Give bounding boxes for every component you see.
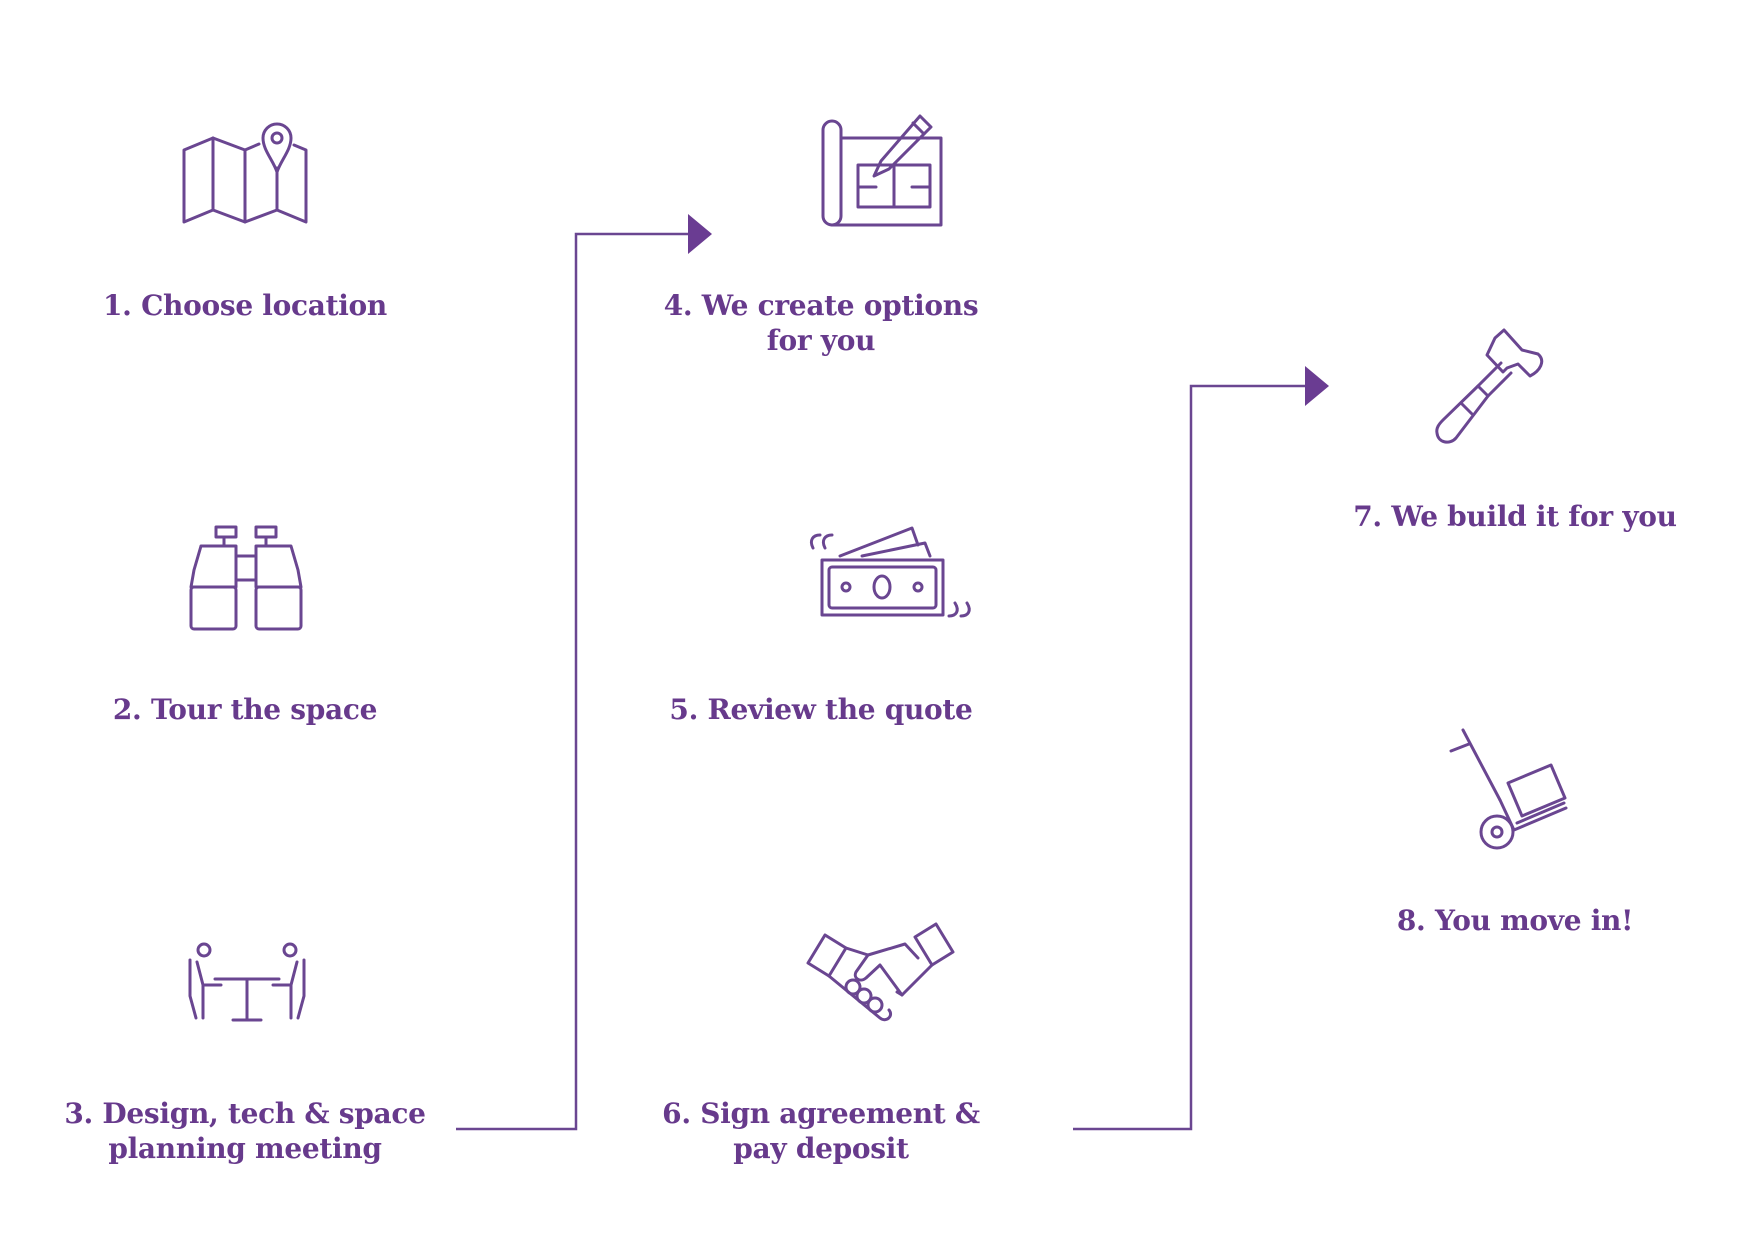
meeting-table-icon (188, 942, 306, 1022)
arrowhead-to-step7 (1305, 366, 1329, 406)
step-3-label: 3. Design, tech & space planning meeting (64, 1097, 426, 1165)
connector-step6-to-step7 (1073, 384, 1307, 1131)
step-2-label: 2. Tour the space (112, 693, 378, 726)
step-8-label: 8. You move in! (1396, 904, 1634, 937)
hammer-icon (1435, 328, 1544, 444)
step-4-label: 4. We create options for you (663, 289, 979, 357)
hand-truck-icon (1449, 728, 1568, 850)
blueprint-pencil-icon (821, 114, 943, 227)
banknote-quote-icon (809, 526, 971, 618)
arrowhead-to-step4 (688, 214, 712, 254)
connector-step3-to-step4 (456, 232, 690, 1131)
step-7-label: 7. We build it for you (1353, 500, 1677, 533)
binoculars-icon (189, 525, 303, 631)
handshake-icon (806, 922, 955, 1022)
map-pin-icon (182, 122, 308, 224)
step-5-label: 5. Review the quote (669, 693, 973, 726)
step-6-label: 6. Sign agreement & pay deposit (662, 1097, 980, 1165)
step-1-label: 1. Choose location (102, 289, 387, 322)
